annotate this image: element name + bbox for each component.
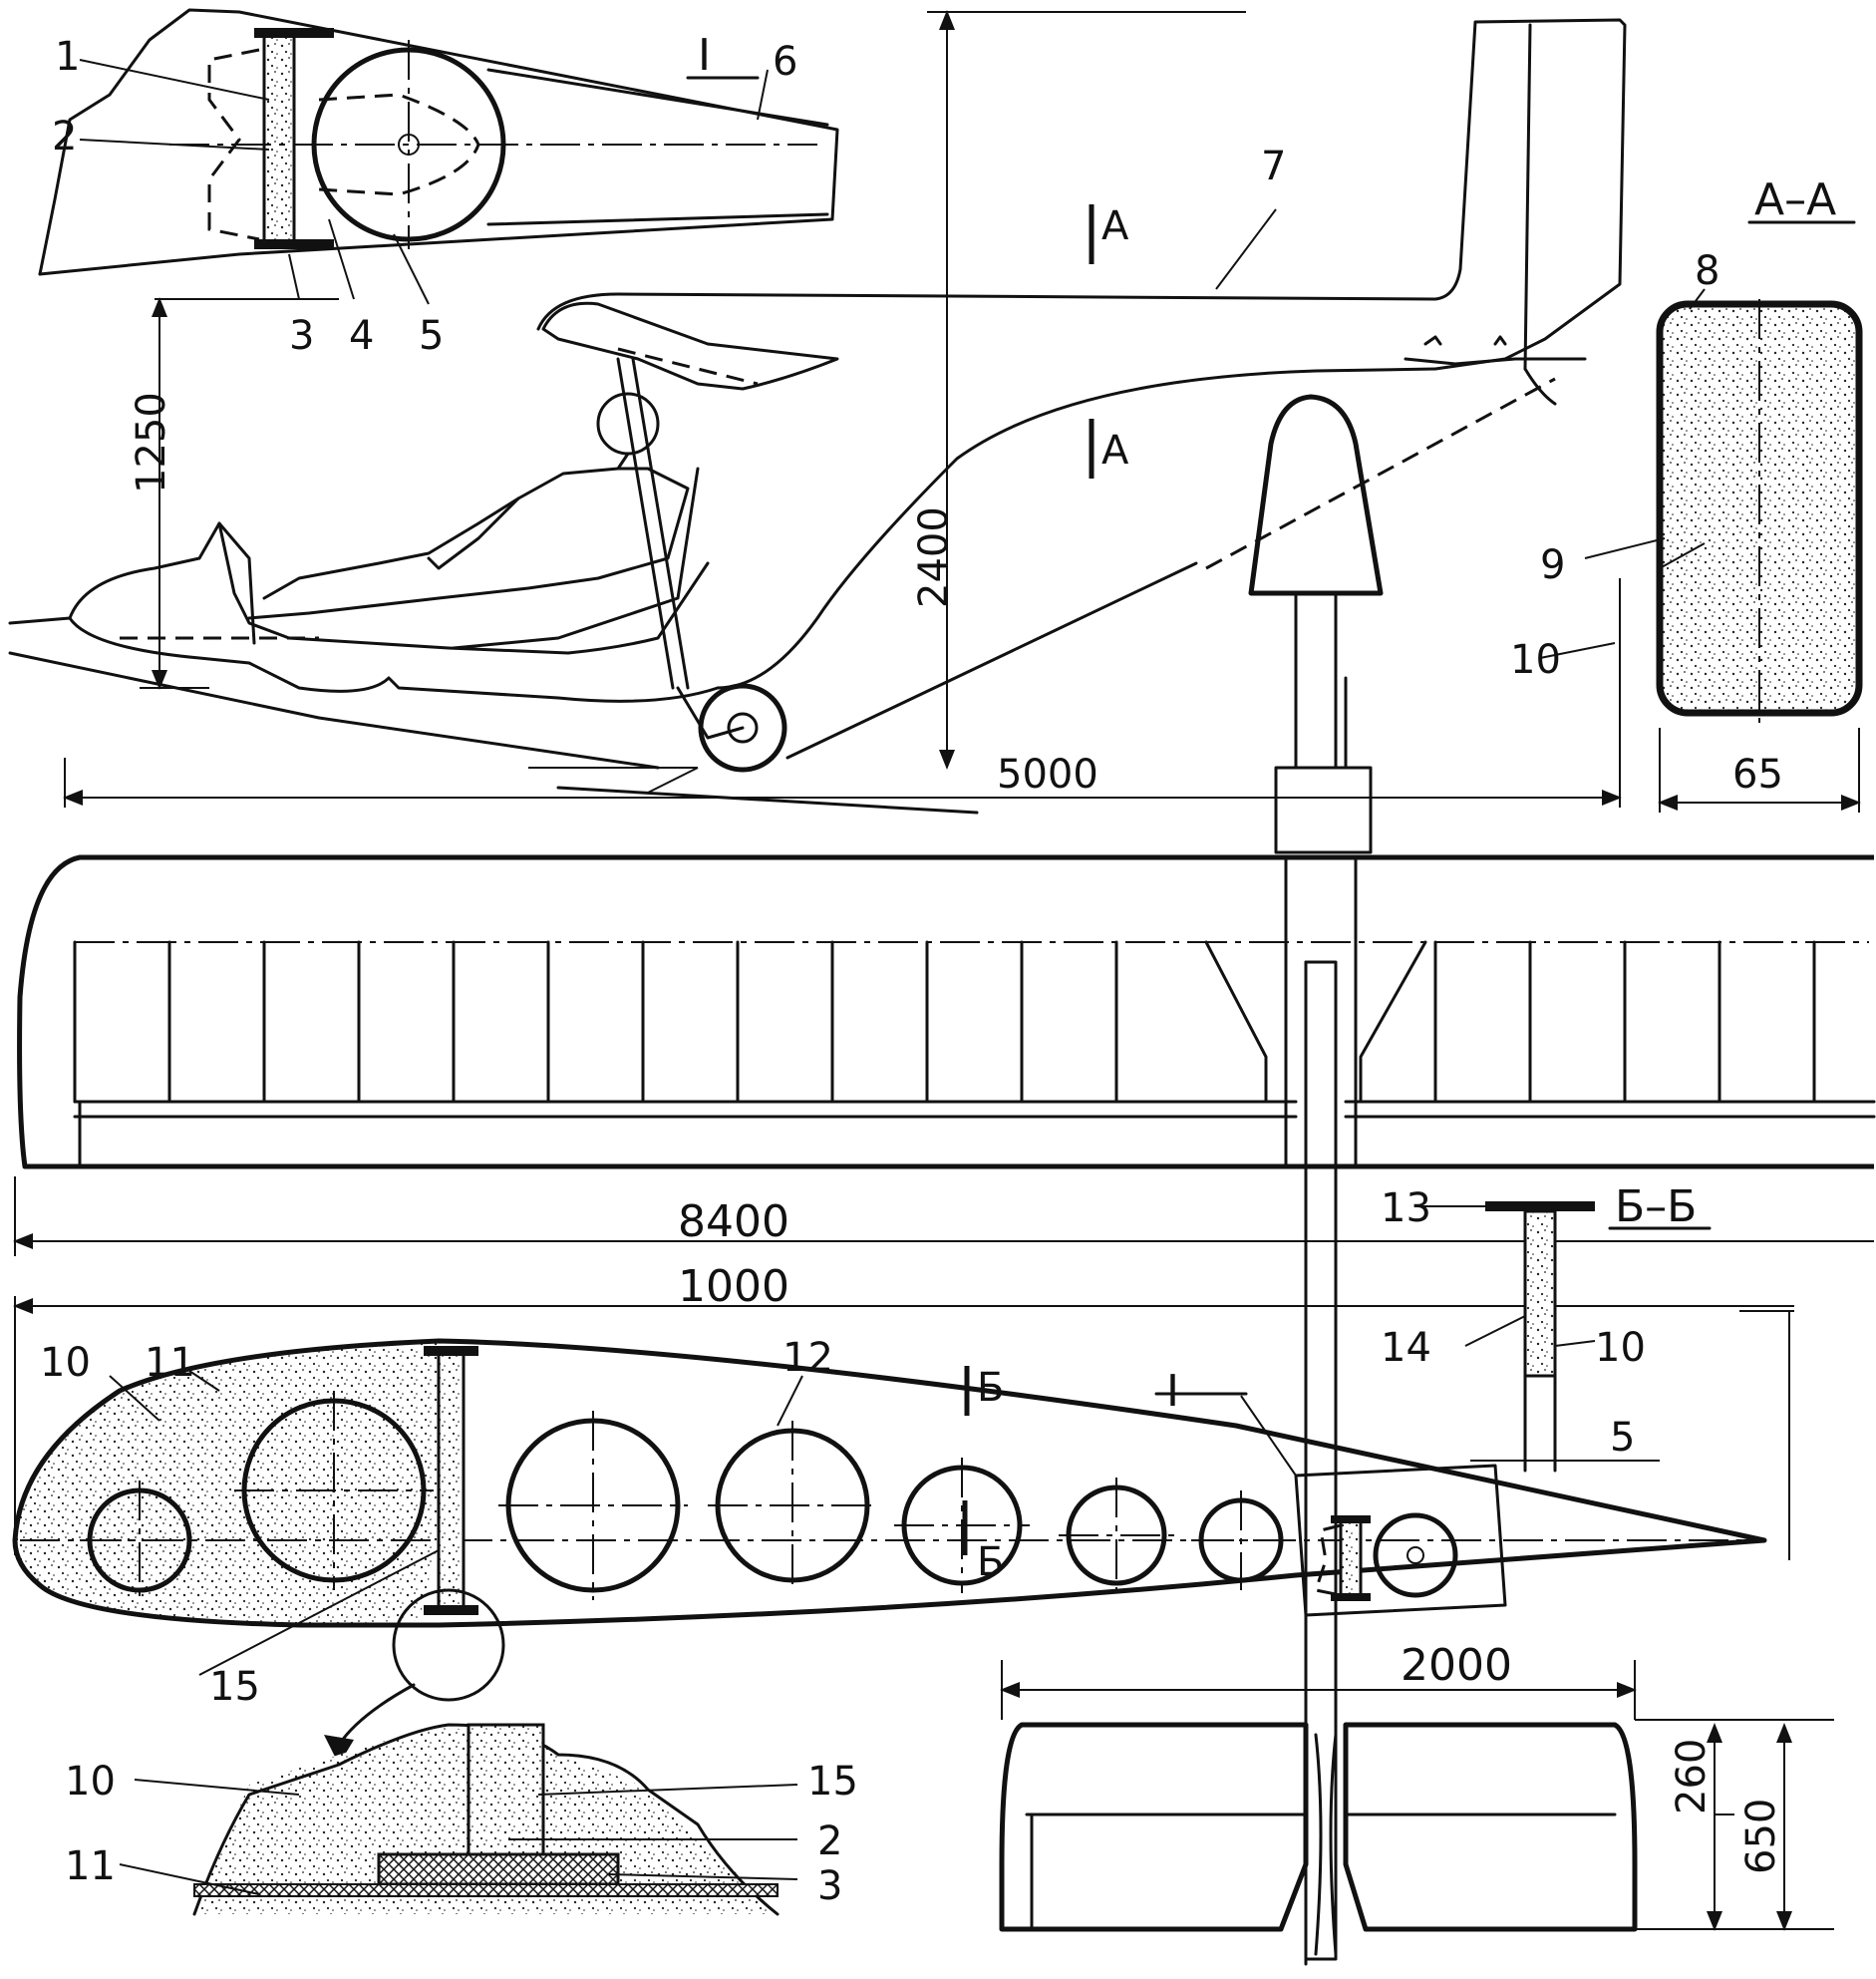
dim-stab-span: 2000 [1401,1640,1512,1691]
section-mark-b-bottom: Б [977,1539,1004,1585]
spar-detail-enlarged [119,1723,798,1916]
callout-11: 11 [145,1340,195,1386]
wing-dimensions [13,1176,1874,1560]
callout-3: 3 [289,313,314,359]
detail-I-marker: I [1166,1366,1179,1417]
section-mark-a-top: А [1101,203,1129,249]
callout-15: 15 [209,1664,260,1710]
stabilizer-plan [999,1660,1834,1956]
section-bb-title: Б–Б [1615,1181,1697,1232]
lightening-holes [80,1391,1291,1600]
callout-6: 6 [773,39,797,85]
wing-root-rib [1359,940,1427,1104]
callout-2b: 2 [817,1818,842,1864]
section-aa-title: А–А [1754,174,1836,225]
callout-10d: 10 [65,1759,116,1805]
wing-ribs [73,940,1816,1104]
section-mark-b-top: Б [977,1365,1004,1411]
pilot-figure [247,392,700,650]
side-view [8,18,1627,854]
section-bb [1420,1201,1660,1473]
detail-I-title: I [698,30,711,81]
section-mark-a-bottom: А [1101,428,1129,474]
dim-height-total: 2400 [911,506,957,608]
callout-3b: 3 [817,1863,842,1909]
dim-elevator-chord: 260 [1669,1739,1715,1814]
wing-root-rib [1204,940,1268,1104]
dim-stab-chord: 650 [1738,1799,1784,1874]
wing-rib-profile [12,1338,1767,1765]
detail-I-callouts [79,59,769,305]
callout-4: 4 [349,313,374,359]
callout-11b: 11 [65,1843,116,1889]
dim-chord: 1000 [678,1261,789,1312]
callout-7: 7 [1261,144,1286,189]
callout-1: 1 [55,34,80,80]
callout-12: 12 [782,1335,833,1381]
callout-8: 8 [1695,248,1720,294]
callout-5: 5 [419,313,444,359]
detail-I-section [38,8,839,276]
callout-10b: 10 [40,1340,91,1386]
callout-9: 9 [1540,542,1565,588]
dim-rib-thickness: 5 [1610,1415,1635,1461]
dim-wingspan: 8400 [678,1196,789,1247]
wing-planform [17,854,1876,1966]
dim-height-cockpit: 1250 [129,392,174,494]
dim-section-width: 65 [1732,752,1783,798]
callout-13: 13 [1381,1185,1431,1231]
side-view-dimensions [63,10,1622,808]
callout-2: 2 [52,114,77,160]
dim-length: 5000 [997,752,1098,798]
callout-15b: 15 [807,1759,858,1805]
callout-14: 14 [1381,1325,1431,1371]
callout-10: 10 [1510,637,1561,683]
section-aa [1539,288,1863,813]
callout-10c: 10 [1595,1325,1646,1371]
